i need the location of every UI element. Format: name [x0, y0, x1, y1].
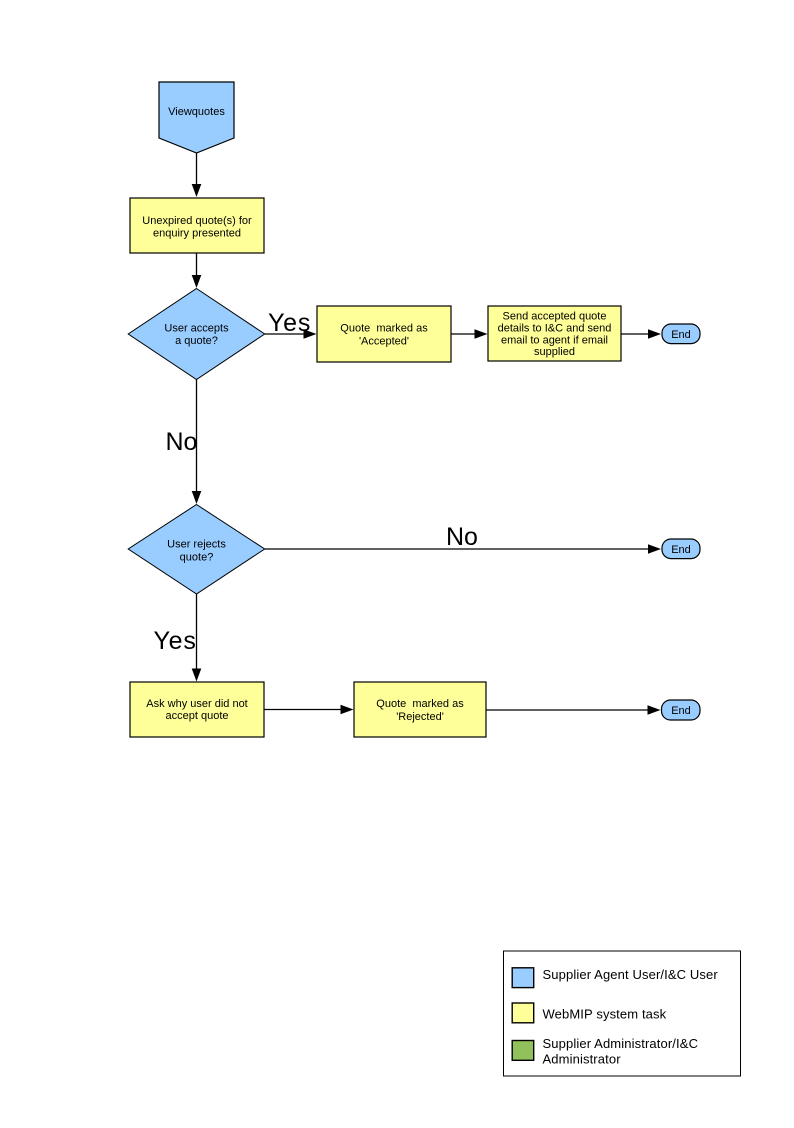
svg-text:Yes: Yes	[268, 309, 311, 337]
svg-text:No: No	[166, 428, 198, 456]
svg-text:email to agent if email: email to agent if email	[501, 334, 608, 346]
svg-text:enquiry presented: enquiry presented	[153, 228, 241, 240]
svg-text:User rejects: User rejects	[167, 539, 226, 551]
svg-text:Supplier Administrator/I&C: Supplier Administrator/I&C	[543, 1036, 699, 1051]
svg-text:User accepts: User accepts	[164, 323, 229, 335]
svg-text:WebMIP system task: WebMIP system task	[543, 1006, 667, 1021]
svg-text:Supplier Agent User/I&C User: Supplier Agent User/I&C User	[543, 967, 719, 982]
svg-text:Viewquotes: Viewquotes	[168, 106, 225, 118]
svg-text:Yes: Yes	[154, 627, 197, 655]
svg-text:No: No	[446, 523, 478, 551]
svg-text:End: End	[671, 544, 691, 556]
svg-text:Send accepted quote: Send accepted quote	[503, 311, 607, 323]
svg-text:End: End	[671, 329, 691, 341]
svg-text:Quote marked as: Quote marked as	[340, 323, 428, 335]
svg-text:'Accepted': 'Accepted'	[359, 336, 409, 348]
svg-text:supplied: supplied	[534, 346, 575, 358]
svg-text:End: End	[671, 705, 691, 717]
svg-text:Quote marked as: Quote marked as	[376, 698, 464, 710]
svg-text:details to I&C and send: details to I&C and send	[498, 323, 612, 335]
svg-text:accept quote: accept quote	[166, 710, 229, 722]
svg-text:'Rejected': 'Rejected'	[396, 711, 444, 723]
svg-text:Administrator: Administrator	[543, 1051, 622, 1066]
svg-text:quote?: quote?	[180, 552, 214, 564]
svg-text:Unexpired quote(s) for: Unexpired quote(s) for	[142, 215, 252, 227]
svg-text:a quote?: a quote?	[175, 335, 218, 347]
svg-text:Ask why user did not: Ask why user did not	[146, 698, 248, 710]
